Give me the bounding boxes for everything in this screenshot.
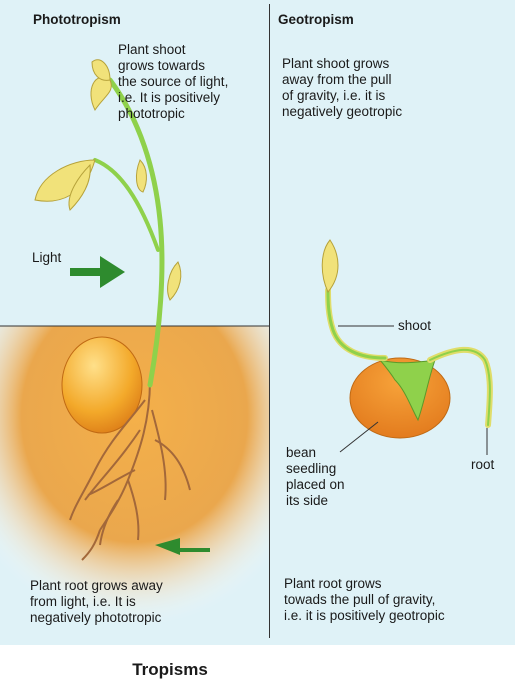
phototropism-heading: Phototropism xyxy=(33,12,121,27)
leaf-top xyxy=(90,77,112,111)
bean-seed xyxy=(61,336,143,434)
shoot-label: shoot xyxy=(398,318,432,333)
bean-seedling-label: bean seedling placed on its side xyxy=(286,445,345,508)
seed-leader xyxy=(339,421,379,453)
panel-divider xyxy=(269,4,270,638)
leaf-left-2 xyxy=(68,163,91,211)
seedling-shoot-tip xyxy=(321,239,339,293)
geotropism-heading: Geotropism xyxy=(278,12,354,27)
plant-stem xyxy=(107,77,165,388)
root-away-arrow xyxy=(155,538,210,555)
phototropism-shoot-text: Plant shoot grows towards the source of … xyxy=(118,42,229,121)
figure-caption: Tropisms xyxy=(132,660,208,679)
bud-lower xyxy=(167,261,182,301)
leaf-top-2 xyxy=(91,59,111,81)
root-label: root xyxy=(471,457,495,472)
phototropism-root-text: Plant root grows away from light, i.e. I… xyxy=(30,578,163,625)
light-arrow xyxy=(70,256,125,288)
plant-roots xyxy=(69,379,191,561)
light-label: Light xyxy=(32,250,62,265)
geotropism-root-text: Plant root grows towads the pull of grav… xyxy=(284,576,445,623)
seedling-shoot xyxy=(325,287,388,361)
seedling-embryo xyxy=(378,359,436,422)
geotropism-shoot-text: Plant shoot grows away from the pull of … xyxy=(282,56,403,119)
bud-upper xyxy=(135,159,147,193)
